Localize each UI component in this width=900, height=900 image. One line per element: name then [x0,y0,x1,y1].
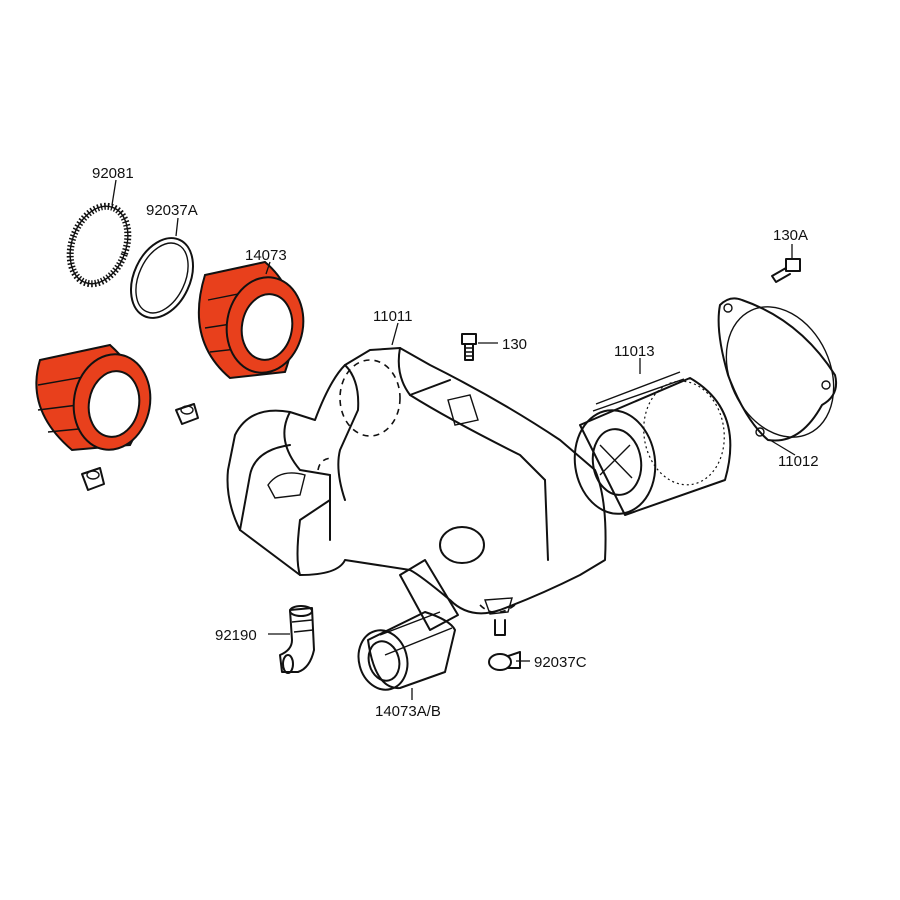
label-92037C: 92037C [534,654,587,671]
leader-lines [111,179,796,700]
grommet-lower [81,467,105,491]
label-11011: 11011 [373,308,413,325]
grommet-upper [175,403,199,425]
label-11013: 11013 [614,343,655,360]
part-14073-duct-upper [197,260,305,380]
label-130A: 130A [773,227,808,244]
label-92037A: 92037A [146,202,198,219]
part-92081-spring-band [66,202,132,288]
part-14073-duct-lower [35,343,152,452]
part-92037A-clamp-ring [130,237,194,319]
part-92037C-clamp [488,651,521,671]
part-11012-cover [717,297,838,442]
part-92190-hose [279,605,315,674]
label-11012: 11012 [778,453,819,470]
label-92190: 92190 [215,627,257,644]
label-14073AB: 14073A/B [375,703,441,720]
part-130-bolt [461,333,477,361]
part-11013-filter-element [573,371,732,516]
part-14073AB-outlet-duct [357,611,456,691]
label-130: 130 [502,336,527,353]
part-11011-air-cleaner-housing [226,347,607,636]
part-130A-screw [771,258,801,283]
label-92081: 92081 [92,165,134,182]
label-14073: 14073 [245,247,287,264]
